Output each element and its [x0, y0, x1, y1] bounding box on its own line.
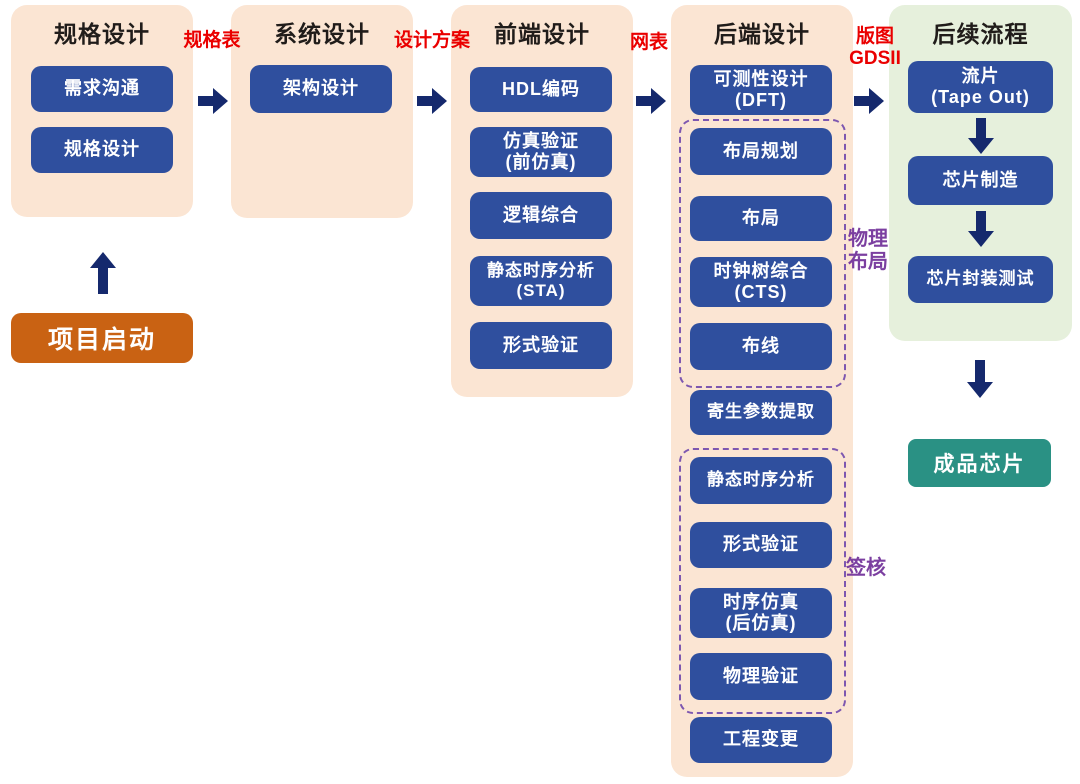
step-floorplanning: 布局规划: [690, 128, 832, 175]
stage-panel-frontend: 前端设计 HDL编码 仿真验证 (前仿真) 逻辑综合 静态时序分析 (STA) …: [451, 5, 633, 397]
arrow-down-icon: [968, 211, 994, 247]
step-architecture-design: 架构设计: [250, 65, 392, 113]
stage-title-backend: 后端设计: [714, 21, 810, 47]
flow-label-spec-sheet: 规格表: [183, 30, 241, 51]
step-formal-verification-front: 形式验证: [470, 322, 612, 369]
step-packaging-testing: 芯片封装测试: [908, 256, 1053, 303]
flow-label-netlist: 网表: [629, 32, 668, 53]
group-label-signoff: 签核: [846, 557, 886, 579]
step-chip-manufacturing: 芯片制造: [908, 156, 1053, 205]
step-parasitic-extraction: 寄生参数提取: [690, 390, 832, 435]
step-logic-synthesis: 逻辑综合: [470, 192, 612, 239]
flow-label-design-scheme: 设计方案: [393, 30, 470, 51]
step-spec-design: 规格设计: [31, 127, 173, 173]
arrow-right-icon: [854, 88, 884, 114]
arrow-down-icon: [967, 360, 993, 398]
arrow-right-icon: [636, 88, 666, 114]
step-timing-simulation: 时序仿真 (后仿真): [690, 588, 832, 638]
stage-panel-spec: 规格设计 需求沟通 规格设计: [11, 5, 193, 217]
stage-panel-system: 系统设计 架构设计: [231, 5, 413, 218]
step-physical-verification: 物理验证: [690, 653, 832, 700]
arrow-right-icon: [198, 88, 228, 114]
step-cts: 时钟树综合 (CTS): [690, 257, 832, 307]
step-dft: 可测性设计 (DFT): [690, 65, 832, 115]
step-formal-verification-back: 形式验证: [690, 522, 832, 568]
stage-title-frontend: 前端设计: [494, 21, 590, 47]
group-label-physical-layout: 物理 布局: [848, 228, 888, 273]
step-sta-signoff: 静态时序分析: [690, 457, 832, 504]
step-simulation-verification: 仿真验证 (前仿真): [470, 127, 612, 177]
start-project-kickoff: 项目启动: [11, 313, 193, 363]
stage-title-system: 系统设计: [274, 21, 370, 47]
group-signoff: [679, 448, 846, 714]
stage-panel-followup: 后续流程 流片 (Tape Out) 芯片制造 芯片封装测试: [889, 5, 1072, 341]
step-placement: 布局: [690, 196, 832, 241]
stage-panel-backend: 后端设计 可测性设计 (DFT) 布局规划 布局 时钟树综合 (CTS) 布线 …: [671, 5, 853, 777]
step-sta: 静态时序分析 (STA): [470, 256, 612, 306]
step-routing: 布线: [690, 323, 832, 370]
step-hdl-coding: HDL编码: [470, 67, 612, 112]
step-eco: 工程变更: [690, 717, 832, 763]
end-finished-chip: 成品芯片: [908, 439, 1051, 487]
arrow-down-icon: [968, 118, 994, 154]
arrow-up-icon: [90, 252, 116, 294]
step-requirement-communication: 需求沟通: [31, 66, 173, 112]
group-physical-layout: [679, 119, 846, 388]
arrow-right-icon: [417, 88, 447, 114]
stage-title-spec: 规格设计: [54, 21, 150, 47]
stage-title-followup: 后续流程: [932, 21, 1029, 47]
step-tape-out: 流片 (Tape Out): [908, 61, 1053, 113]
flow-label-gdsii: 版图 GDSII: [849, 26, 901, 69]
